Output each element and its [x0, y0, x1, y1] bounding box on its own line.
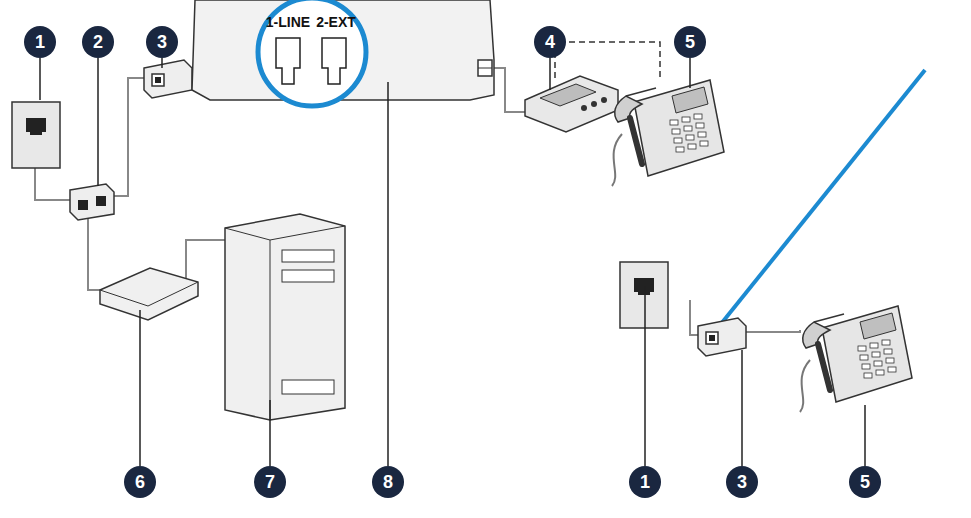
- callout-number: 8: [383, 473, 393, 491]
- callout-number: 5: [860, 473, 870, 491]
- callout-number: 1: [640, 473, 650, 491]
- port-label: 2-EXT: [316, 15, 356, 29]
- callout-number: 2: [93, 33, 103, 51]
- callout-number: 3: [737, 473, 747, 491]
- port-label: 1-LINE: [266, 15, 310, 29]
- callout-number: 3: [157, 33, 167, 51]
- callout-number: 4: [545, 33, 555, 51]
- callout-number: 6: [135, 473, 145, 491]
- callout-number: 5: [685, 33, 695, 51]
- callout-number: 7: [265, 473, 275, 491]
- callout-number: 1: [35, 33, 45, 51]
